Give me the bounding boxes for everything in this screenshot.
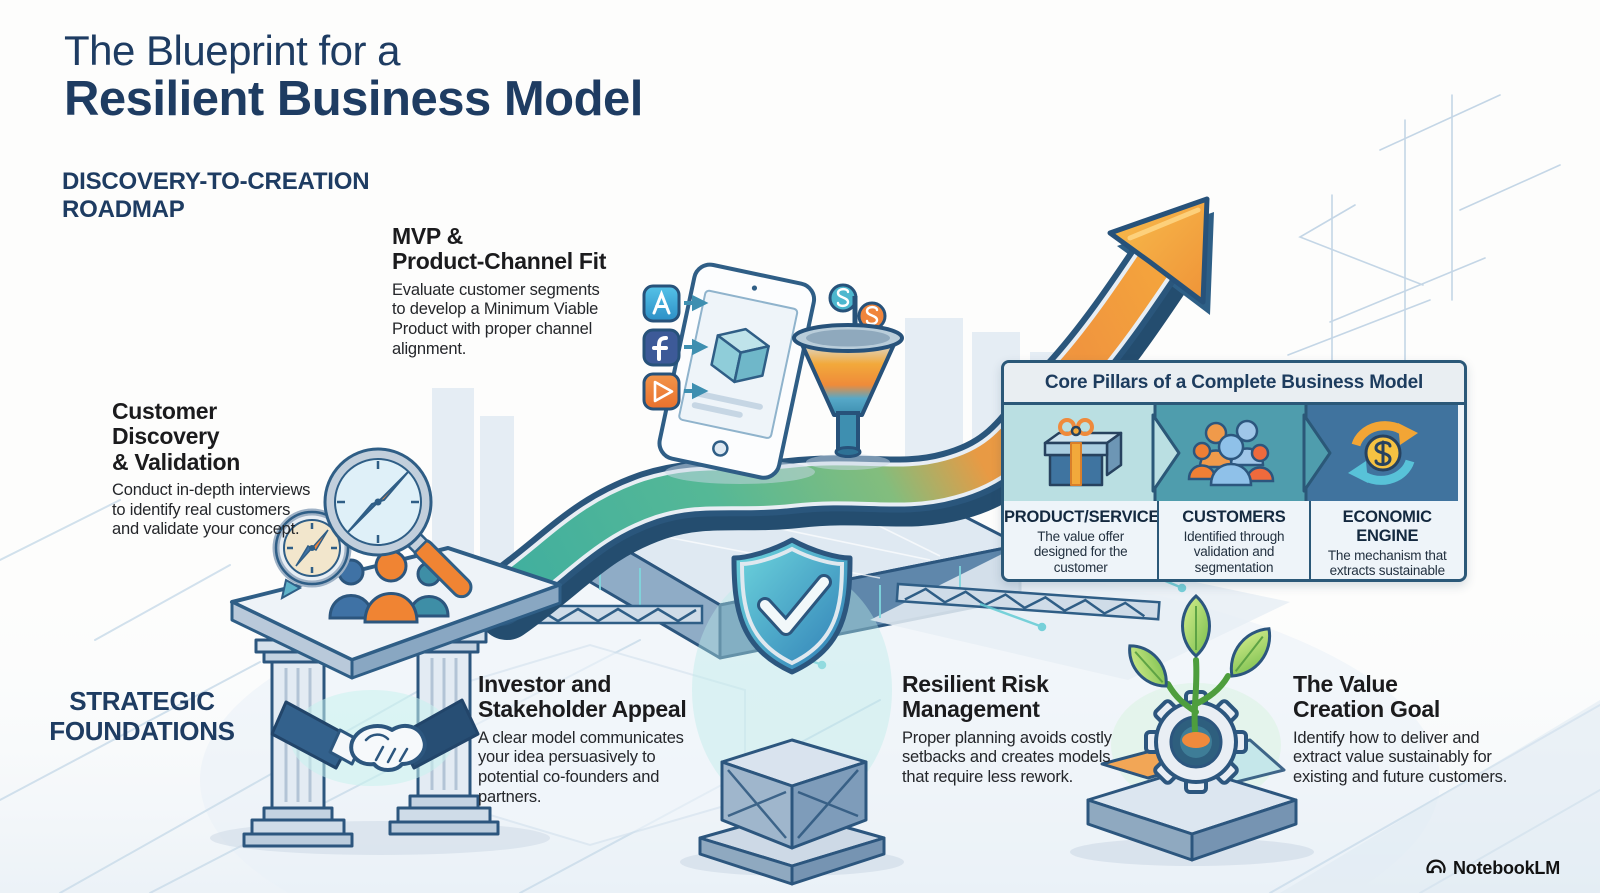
section-value-creation: The Value Creation Goal Identify how to …: [1293, 671, 1508, 787]
compass-icon: [272, 508, 352, 600]
channel-arrows: [684, 294, 709, 400]
tablet-icon: [657, 262, 817, 480]
watermark: NotebookLM: [1425, 857, 1560, 879]
section-risk-management: Resilient Risk Management Proper plannin…: [902, 671, 1112, 787]
coin-icon: [828, 283, 858, 313]
section-mvp: MVP & Product-Channel Fit Evaluate custo…: [392, 223, 607, 358]
shield-check-icon: [731, 537, 853, 675]
economic-engine-icon: [1348, 421, 1418, 485]
handshake-icon: [270, 690, 480, 786]
customers-icon: [1187, 419, 1275, 487]
pillar-customers: CUSTOMERS Identified through validation …: [1157, 501, 1311, 579]
core-pillars-labels: PRODUCT/SERVICE The value offer designed…: [1004, 501, 1464, 579]
roadmap-subtitle: DISCOVERY-TO-CREATION ROADMAP: [62, 168, 370, 224]
gift-icon: [1043, 418, 1123, 487]
pillar-economic-engine: ECONOMIC ENGINE The mechanism that extra…: [1327, 508, 1447, 579]
risk-cluster: [680, 537, 904, 886]
core-pillars-icons: [1004, 405, 1464, 501]
value-cluster: [1070, 593, 1314, 866]
section-strategic-foundations: STRATEGIC FOUNDATIONS: [49, 686, 235, 746]
app-store-icon: [642, 284, 681, 323]
core-pillars-box: Core Pillars of a Complete Business Mode…: [1001, 360, 1467, 582]
watermark-label: NotebookLM: [1453, 857, 1560, 878]
customer-discovery-cluster: [210, 447, 562, 855]
cube-icon: [710, 327, 770, 384]
mvp-cluster: [642, 262, 817, 484]
pillar-product-service: PRODUCT/SERVICE The value offer designed…: [1004, 508, 1160, 575]
section-investor-appeal: Investor and Stakeholder Appeal A clear …: [478, 671, 687, 806]
page-title: The Blueprint for a Resilient Business M…: [64, 27, 643, 127]
notebooklm-logo-icon: [1426, 859, 1446, 874]
funnel-icon: [792, 283, 904, 470]
gear-sprout-icon: [1128, 593, 1272, 794]
core-pillars-title: Core Pillars of a Complete Business Mode…: [1004, 363, 1464, 405]
section-customer-discovery: Customer Discovery & Validation Conduct …: [112, 398, 311, 539]
title-line-1: The Blueprint for a: [64, 27, 401, 74]
magnifier-compass-icon: [323, 447, 473, 599]
title-line-2: Resilient Business Model: [64, 72, 643, 127]
facebook-icon: [642, 328, 681, 367]
pedestal: [698, 738, 886, 886]
google-play-icon: [642, 372, 681, 411]
